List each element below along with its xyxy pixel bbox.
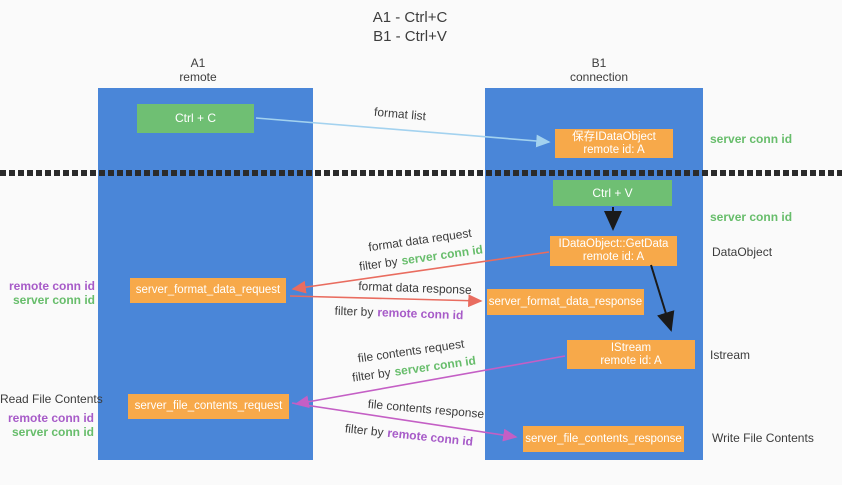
label-format-data-response: format data response [358, 279, 472, 297]
node-istream-line2: remote id: A [600, 354, 662, 367]
lifeline-b1-name: B1 [591, 56, 607, 70]
label-write-file-contents: Write File Contents [712, 431, 814, 445]
node-ctrl-c-label: Ctrl + C [174, 111, 216, 125]
label-server-conn-id-1: server conn id [12, 293, 95, 307]
filter-by-text: filter by [344, 421, 385, 440]
node-ctrl-v-label: Ctrl + V [592, 185, 633, 200]
lifeline-header-a1: A1 remote [143, 56, 253, 84]
label-file-contents-response: file contents response [367, 396, 485, 422]
label-format-list: format list [373, 104, 427, 124]
remote-conn-id-text: remote conn id [386, 425, 474, 449]
node-file-contents-response-label: server_file_contents_response [525, 432, 682, 445]
node-server-file-contents-request: server_file_contents_request [128, 394, 289, 419]
session-divider [0, 170, 842, 176]
node-getdata-line2: remote id: A [582, 251, 645, 263]
label-read-file-contents: Read File Contents [0, 392, 103, 406]
label-server-conn-id-mid: server conn id [710, 210, 793, 224]
label-dataobject: DataObject [712, 245, 773, 259]
node-format-data-response-label: server_format_data_response [488, 295, 643, 308]
label-istream: Istream [710, 348, 751, 362]
node-server-format-data-request: server_format_data_request [130, 278, 286, 303]
lifeline-a1-role: remote [179, 70, 217, 84]
node-getdata-line1: IDataObject::GetData [558, 238, 669, 250]
node-file-contents-request-label: server_file_contents_request [134, 400, 283, 412]
node-format-data-request-label: server_format_data_request [135, 284, 281, 296]
node-ctrl-c: Ctrl + C [137, 104, 254, 133]
arrow-format-data-response [289, 294, 483, 308]
remote-conn-id-text: remote conn id [377, 305, 464, 323]
node-istream: IStream remote id: A [567, 340, 695, 369]
node-istream-line1: IStream [610, 341, 652, 354]
title-line-1: A1 - Ctrl+C [372, 9, 448, 26]
label-server-conn-id-top: server conn id [710, 132, 793, 146]
node-save-idataobject-line2: remote id: A [583, 143, 645, 156]
filter-by-text: filter by [358, 254, 399, 274]
node-ctrl-v: Ctrl + V [553, 180, 672, 206]
lifeline-b1-role: connection [569, 70, 629, 84]
title-line-2: B1 - Ctrl+V [373, 28, 447, 45]
node-server-file-contents-response: server_file_contents_response [523, 426, 684, 452]
lifeline-header-b1: B1 connection [544, 56, 654, 84]
node-save-idataobject: 保存IDataObject remote id: A [555, 129, 673, 158]
label-remote-conn-id-2: remote conn id [7, 411, 94, 425]
diagram-title: A1 - Ctrl+C B1 - Ctrl+V [325, 8, 495, 46]
node-server-format-data-response: server_format_data_response [487, 289, 644, 315]
node-save-idataobject-line1: 保存IDataObject [572, 130, 656, 143]
node-idataobject-getdata: IDataObject::GetData remote id: A [550, 236, 677, 266]
lifeline-a1-name: A1 [190, 56, 206, 70]
label-remote-conn-id-1: remote conn id [8, 279, 95, 293]
filter-by-text: filter by [334, 303, 374, 320]
label-server-conn-id-2: server conn id [11, 425, 94, 439]
filter-by-text: filter by [351, 365, 392, 385]
